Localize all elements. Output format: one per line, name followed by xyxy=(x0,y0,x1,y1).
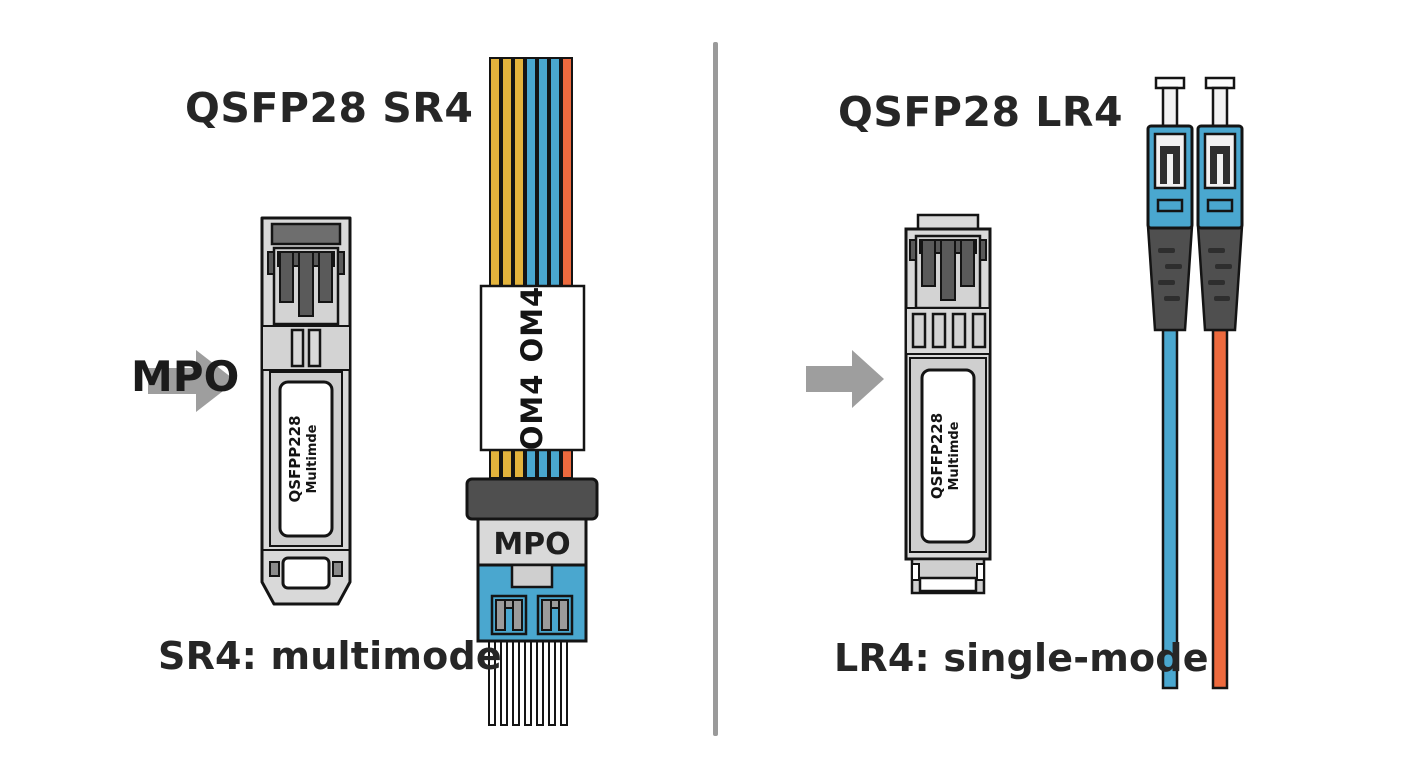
mpo-boot xyxy=(465,477,599,521)
boot-ribs xyxy=(1158,248,1182,301)
sc-connector-orange xyxy=(1196,76,1244,690)
bottom-tab-right xyxy=(332,561,343,577)
ribbon-strands xyxy=(489,57,573,479)
vent-windows xyxy=(911,312,987,349)
latch-shape xyxy=(1210,146,1230,184)
cable-label-text: OM4 OM4 xyxy=(515,286,549,450)
mpo-connector: MPO xyxy=(465,477,599,726)
mid-slot-left xyxy=(290,328,305,368)
fiber-cable-orange xyxy=(1211,328,1229,690)
module-label-line2: Multimde xyxy=(305,424,320,493)
ferrule-cap xyxy=(1154,76,1186,90)
mpo-arrow-label: MPO xyxy=(131,352,240,401)
mid-slot-right xyxy=(307,328,322,368)
bottom-notch-right xyxy=(976,563,985,581)
mpo-slot-group-right xyxy=(536,594,574,636)
body-slot xyxy=(1206,198,1234,213)
om4-ribbon-cable: OM4 OM4 xyxy=(479,57,586,479)
ferrule xyxy=(1161,86,1179,128)
bottom-tab-left xyxy=(269,561,280,577)
connector-window xyxy=(1203,132,1237,190)
mpo-connector-label: MPO xyxy=(493,527,570,562)
connector-prongs xyxy=(909,239,987,301)
latch-shape xyxy=(1160,146,1180,184)
module-top-cap xyxy=(270,222,342,246)
module-label-line2: Multimde xyxy=(947,421,962,490)
cable-label xyxy=(479,284,586,452)
right-panel-title: QSFP28 LR4 xyxy=(838,88,1123,136)
connector-boot xyxy=(1146,224,1194,332)
bottom-strip xyxy=(918,576,978,593)
module-label xyxy=(920,368,976,544)
body-slot xyxy=(1156,198,1184,213)
mid-section xyxy=(261,325,351,371)
module-label xyxy=(278,380,334,538)
bottom-window xyxy=(281,556,331,590)
panel-divider xyxy=(713,42,718,736)
left-panel-caption: SR4: multimode xyxy=(158,634,502,678)
ferrule-cap xyxy=(1204,76,1236,90)
bottom-notch-left xyxy=(911,563,920,581)
right-arrow-icon xyxy=(806,350,884,408)
mpo-arrow-icon xyxy=(148,350,236,412)
module-label-line1: QSFPP228 xyxy=(286,415,304,502)
connector-boot xyxy=(1196,224,1244,332)
mpo-slot-group-left xyxy=(490,594,528,636)
connector-prongs xyxy=(267,251,345,317)
connector-window xyxy=(1153,132,1187,190)
left-panel-title: QSFP28 SR4 xyxy=(185,84,474,132)
right-panel-caption: LR4: single-mode xyxy=(834,636,1209,680)
mpo-key-tab xyxy=(510,563,554,589)
qsfp28-sr4-transceiver: QSFPP228 Multimde xyxy=(260,216,352,606)
mpo-band xyxy=(476,517,588,567)
ferrule xyxy=(1211,86,1229,128)
boot-ribs xyxy=(1208,248,1232,301)
qsfp28-lr4-transceiver: QSFFP228 Multimde xyxy=(904,213,992,595)
sc-connector-blue xyxy=(1146,76,1194,690)
fiber-cable-blue xyxy=(1161,328,1179,690)
module-label-line1: QSFFP228 xyxy=(928,413,946,499)
